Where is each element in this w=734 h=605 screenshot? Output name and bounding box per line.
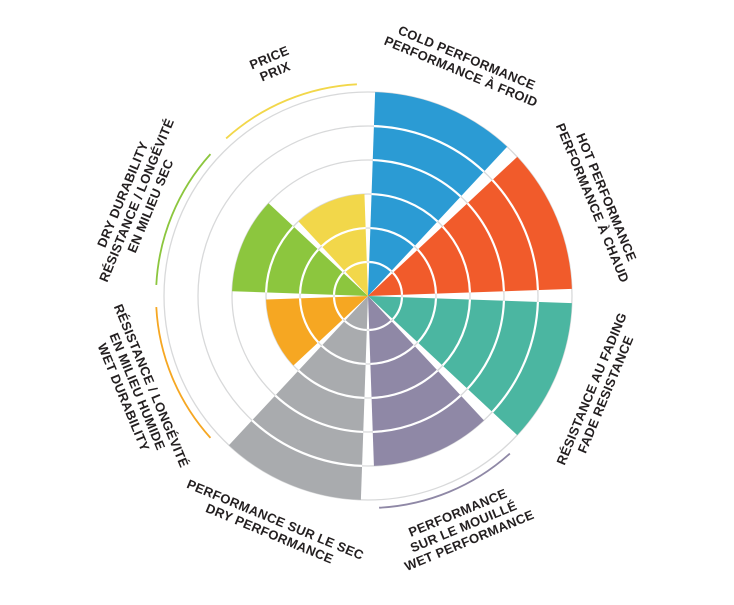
ring-separator [274, 394, 364, 434]
ring-separator [251, 419, 363, 467]
ring-separator [491, 301, 539, 413]
ring-separator [373, 125, 485, 173]
ring-separator [466, 300, 506, 390]
ring-separator [416, 248, 438, 294]
label-wet-durability: RÉSISTANCE / LONGÉVITÉEN MILIEU HUMIDEWE… [83, 302, 192, 481]
ring-separator [344, 320, 367, 332]
ring-separator [372, 394, 462, 434]
sector-price [298, 194, 368, 296]
ring-separator [344, 260, 367, 272]
ring-separator [441, 299, 472, 367]
sector-dry-performance [228, 296, 368, 500]
ring-separator [370, 226, 416, 248]
ring-separator [369, 320, 392, 332]
grid-ring-4 [231, 159, 505, 433]
grid-ring-5 [197, 125, 539, 467]
label-dry-durability: DRY DURABILITYRÉSISTANCE / LONGÉVITÉEN M… [82, 110, 191, 289]
ring-separator [371, 369, 439, 400]
sector-cold-performance [368, 92, 508, 297]
ring-separator [369, 260, 392, 272]
ring-separator [416, 298, 438, 344]
accent-arc-price [225, 83, 357, 140]
ring-separator [332, 297, 344, 320]
ring-separator [371, 192, 439, 223]
sector-dry-durability [232, 203, 368, 296]
sector-fade-resistance [368, 296, 572, 436]
ring-separator [466, 202, 506, 292]
grid-ring-3 [265, 193, 471, 399]
ring-separator [491, 179, 539, 291]
ring-separator [441, 225, 472, 293]
sector-wet-durability [266, 296, 368, 366]
ring-separator [370, 344, 416, 366]
ring-separator [320, 344, 366, 366]
ring-separator [392, 297, 404, 320]
accent-arc-dry-durability [155, 153, 212, 285]
ring-separator [332, 272, 344, 295]
ring-separator [392, 272, 404, 295]
ring-separator [297, 369, 365, 400]
grid-ring-6 [163, 91, 573, 501]
grid-ring-2 [299, 227, 437, 365]
accent-arc-wet-durability [155, 307, 212, 439]
label-wet-performance: PERFORMANCESUR LE MOUILLÉWET PERFORMANCE [391, 479, 537, 574]
accent-arc-wet-performance [379, 452, 511, 509]
ring-separator [264, 225, 295, 293]
grid-ring-1 [333, 261, 403, 331]
ring-separator [320, 226, 366, 248]
label-price: PRICEPRIX [247, 43, 297, 87]
ring-separator [372, 158, 462, 198]
ring-separator [298, 248, 320, 294]
sector-hot-performance [368, 156, 572, 296]
ring-separator [298, 298, 320, 344]
